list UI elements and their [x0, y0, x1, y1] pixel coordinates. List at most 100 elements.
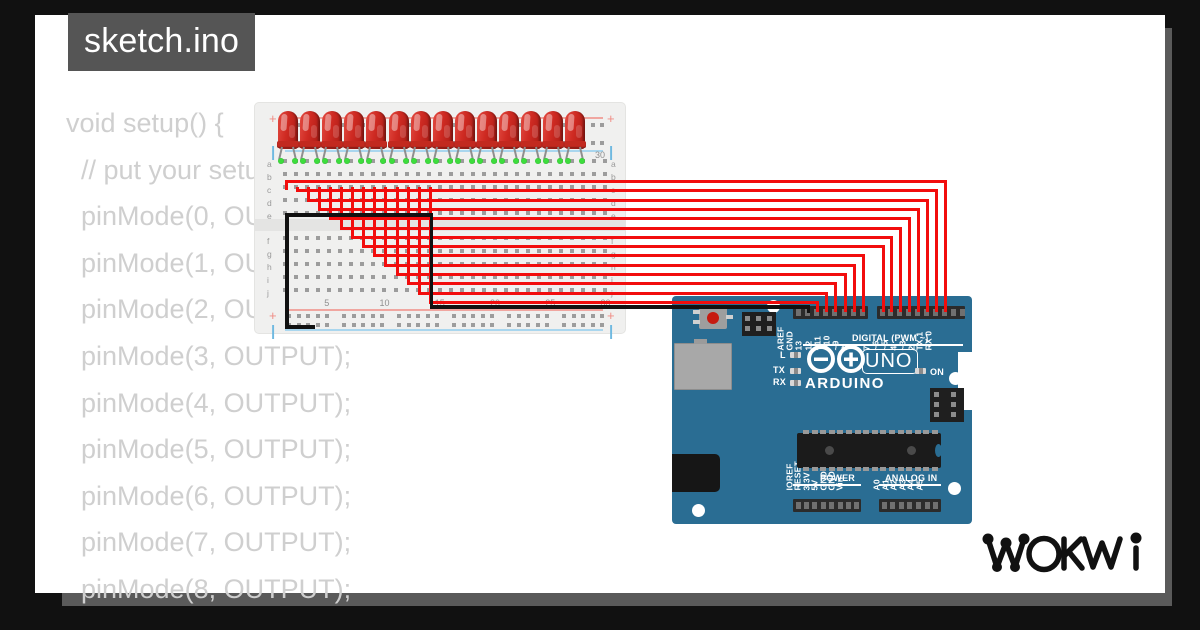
bb-hole	[349, 262, 354, 266]
led-terminal-anode	[454, 158, 461, 164]
led-indicator-RX	[790, 380, 801, 386]
led[interactable]	[475, 111, 498, 167]
bb-hole	[448, 236, 453, 240]
led[interactable]	[498, 111, 520, 167]
bb-hole	[470, 211, 475, 215]
bb-hole	[327, 198, 332, 202]
bb-row-label: g	[267, 249, 272, 259]
digital-header-left[interactable]	[793, 306, 868, 319]
pin-hole	[881, 502, 887, 509]
led[interactable]	[343, 111, 366, 167]
led[interactable]	[321, 111, 344, 167]
chip-pin	[880, 467, 887, 471]
led-flange	[453, 141, 476, 148]
bb-hole	[537, 198, 542, 202]
bb-hole	[305, 275, 310, 279]
led[interactable]	[564, 111, 587, 167]
led-highlight	[479, 113, 487, 132]
led-highlight	[501, 113, 509, 132]
bb-hole	[404, 249, 409, 253]
rail-hole	[406, 123, 411, 127]
reset-button[interactable]	[693, 306, 733, 329]
bb-hole	[581, 236, 586, 240]
uno-badge-box	[862, 349, 918, 374]
rail-hole	[490, 314, 495, 318]
led[interactable]	[299, 111, 322, 167]
rail-hole	[296, 323, 301, 327]
rail-hole	[461, 323, 466, 327]
bb-hole	[338, 185, 343, 189]
bb-hole	[570, 172, 575, 176]
bb-hole	[459, 185, 464, 189]
rail-hole	[516, 323, 521, 327]
bb-hole	[349, 288, 354, 292]
led-terminal-anode	[388, 158, 395, 164]
bb-hole	[481, 275, 486, 279]
rail-hole	[380, 323, 385, 327]
led[interactable]	[365, 111, 388, 167]
chip-pin	[854, 467, 861, 471]
bb-hole	[294, 172, 299, 176]
digital-header-right[interactable]	[877, 306, 965, 319]
bb-hole	[515, 249, 520, 253]
bb-hole	[592, 262, 597, 266]
pin-hole	[915, 309, 921, 316]
power-header[interactable]	[793, 499, 861, 512]
chip-pin	[889, 467, 895, 471]
led[interactable]	[387, 111, 410, 167]
chip-pin	[914, 430, 921, 434]
bb-hole	[437, 262, 442, 266]
rail-hole	[590, 123, 595, 127]
led-dome	[300, 111, 321, 149]
bb-hole	[360, 198, 365, 202]
rail-top-negative	[285, 150, 603, 152]
led[interactable]	[520, 111, 543, 167]
led[interactable]	[409, 111, 432, 167]
bb-hole	[481, 236, 486, 240]
bb-hole	[570, 288, 575, 292]
bb-hole	[492, 288, 497, 292]
led-flange	[299, 141, 322, 148]
bb-row-label: f	[267, 236, 270, 246]
led[interactable]	[542, 111, 565, 167]
led[interactable]	[453, 111, 476, 167]
bb-hole	[305, 185, 310, 189]
rail-hole	[461, 314, 466, 318]
led-flange	[542, 141, 565, 148]
led-highlight	[457, 113, 465, 132]
led-flange	[498, 141, 520, 148]
bb-hole	[393, 159, 398, 163]
led-highlight	[413, 113, 421, 132]
bb-hole	[603, 159, 608, 163]
pin-hole	[932, 309, 938, 316]
led-dome	[344, 111, 365, 149]
bb-hole	[581, 275, 586, 279]
rail-hole	[406, 323, 411, 327]
bb-row-label: i	[267, 275, 269, 285]
file-tab-sketch-ino[interactable]: sketch.ino	[68, 13, 256, 71]
bb-hole	[537, 236, 542, 240]
code-line: pinMode(3, OUTPUT);	[66, 340, 352, 371]
rail-hole	[571, 323, 576, 327]
board-model-label: UNO	[865, 350, 913, 372]
bb-hole	[559, 211, 564, 215]
bb-hole	[415, 198, 420, 202]
pin-hole	[804, 309, 810, 316]
bb-hole	[548, 185, 553, 189]
analog-header[interactable]	[879, 499, 941, 512]
bb-hole	[404, 198, 409, 202]
led-highlight-secondary	[311, 125, 318, 138]
bb-hole	[526, 159, 531, 163]
led[interactable]	[431, 111, 454, 167]
rail-hole	[581, 314, 586, 318]
rail-hole	[325, 323, 330, 327]
bb-hole	[548, 198, 553, 202]
bb-hole	[481, 172, 486, 176]
led[interactable]	[277, 111, 299, 167]
chip-pin	[923, 430, 930, 434]
bb-hole	[481, 249, 486, 253]
chip-pin	[803, 430, 809, 434]
bb-row-label: g	[611, 249, 616, 259]
